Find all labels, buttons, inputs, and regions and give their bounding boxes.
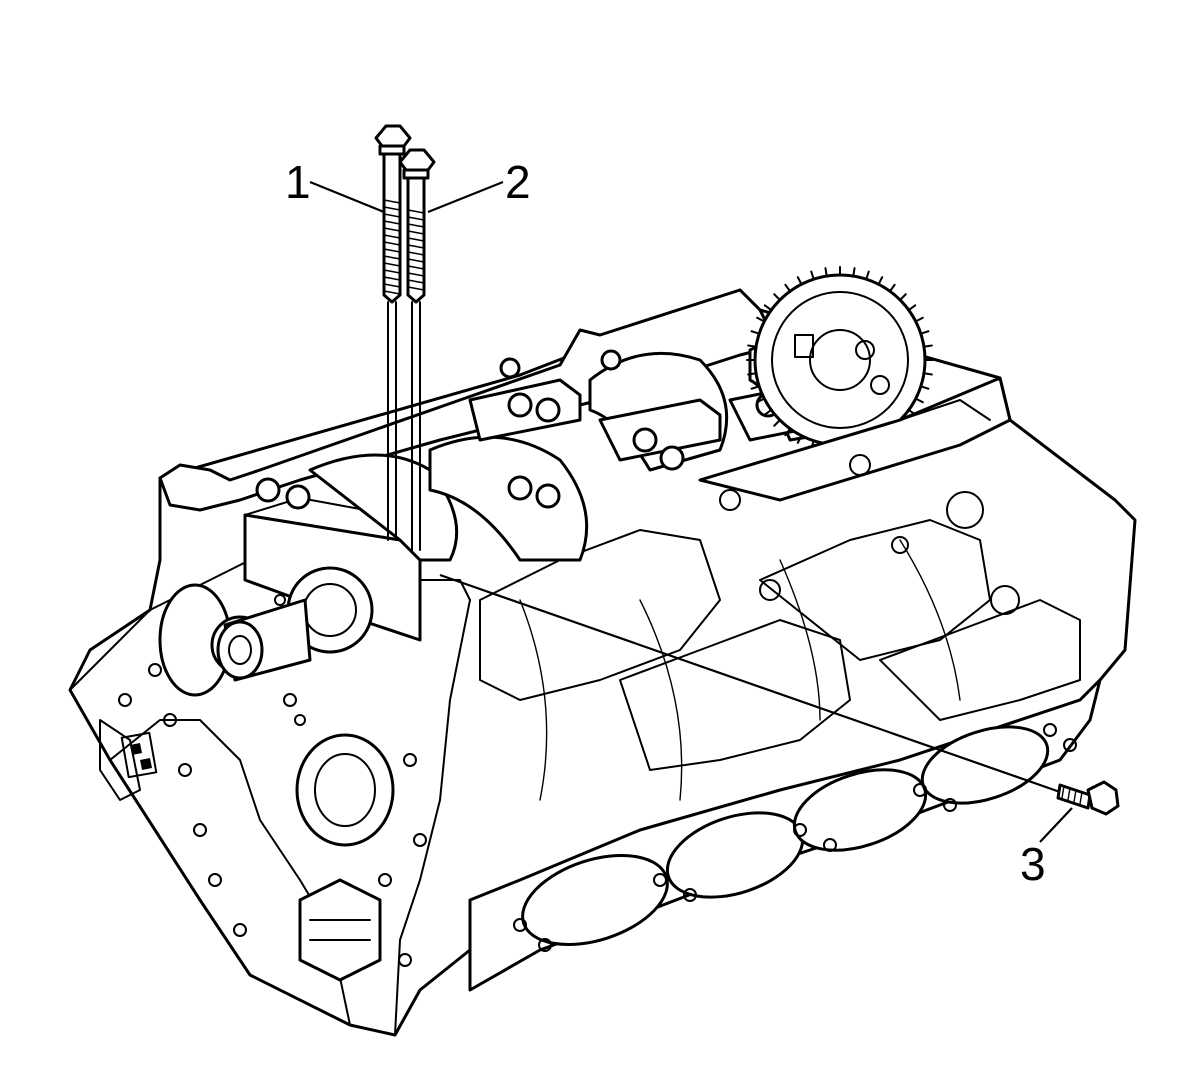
sprocket-tooth bbox=[810, 270, 815, 281]
sprocket-tooth bbox=[865, 270, 870, 281]
callout-2: 2 bbox=[427, 156, 531, 214]
sprocket-tooth bbox=[899, 293, 907, 301]
bolt-thread bbox=[407, 244, 425, 249]
sprocket-tooth bbox=[907, 304, 917, 312]
sprocket-tooth bbox=[773, 293, 781, 301]
sprocket-tooth bbox=[796, 276, 803, 286]
bolt-3 bbox=[439, 573, 1120, 816]
callout-3: 3 bbox=[1020, 807, 1073, 890]
sprocket-tooth bbox=[750, 385, 761, 390]
svg-text:2: 2 bbox=[505, 156, 531, 208]
bolt-thread bbox=[383, 220, 401, 225]
sprocket-tooth bbox=[914, 397, 924, 404]
bolt-thread bbox=[383, 262, 401, 267]
bolt-thread bbox=[383, 276, 401, 281]
sprocket-tooth bbox=[919, 385, 930, 390]
sprocket-tooth bbox=[773, 419, 781, 427]
bolt-thread bbox=[407, 230, 425, 235]
bolt-thread bbox=[383, 234, 401, 239]
bolt-thread bbox=[407, 216, 425, 221]
sprocket-tooth bbox=[888, 283, 896, 293]
bolt-thread bbox=[407, 286, 425, 291]
sprocket-tooth bbox=[922, 344, 933, 348]
sprocket-tooth bbox=[750, 330, 761, 335]
bolt-thread bbox=[407, 258, 425, 263]
sprocket-tooth bbox=[763, 304, 773, 312]
sprocket-tooth bbox=[784, 283, 792, 293]
bolt-thread bbox=[407, 223, 425, 228]
bolt-thread bbox=[383, 227, 401, 232]
sprocket-tooth bbox=[784, 427, 792, 437]
sprocket-tooth bbox=[747, 344, 758, 348]
bolt-thread bbox=[407, 265, 425, 270]
callout-1: 1 bbox=[285, 156, 385, 214]
sprocket-tooth bbox=[756, 316, 766, 323]
sprocket-tooth bbox=[922, 372, 933, 376]
bolt-thread bbox=[383, 199, 401, 204]
bolt-thread bbox=[383, 283, 401, 288]
crankshaft-assembly bbox=[158, 266, 1020, 682]
bolt-1 bbox=[374, 124, 412, 541]
sprocket-tooth bbox=[763, 408, 773, 416]
sprocket-tooth bbox=[914, 316, 924, 323]
bolt-thread bbox=[383, 255, 401, 260]
svg-text:3: 3 bbox=[1020, 838, 1046, 890]
sprocket-tooth bbox=[877, 276, 884, 286]
sprocket-tooth bbox=[824, 267, 828, 278]
sprocket-tooth bbox=[852, 267, 856, 278]
sprocket-tooth bbox=[919, 330, 930, 335]
bolt-thread bbox=[383, 269, 401, 274]
sprocket-tooth bbox=[747, 372, 758, 376]
bolt-thread bbox=[383, 290, 401, 295]
bolt-thread bbox=[383, 213, 401, 218]
bolt-thread bbox=[383, 248, 401, 253]
bolt-thread bbox=[407, 209, 425, 214]
bolt-thread bbox=[407, 272, 425, 277]
bolt-2 bbox=[398, 148, 436, 551]
cam-sprocket bbox=[746, 266, 934, 454]
sprocket-tooth bbox=[756, 397, 766, 404]
bolt-thread bbox=[383, 206, 401, 211]
bolt-thread bbox=[407, 237, 425, 242]
bolt-thread bbox=[407, 279, 425, 284]
bolt-thread bbox=[407, 251, 425, 256]
svg-text:1: 1 bbox=[285, 156, 311, 208]
sprocket-tooth bbox=[796, 434, 803, 444]
bolt-thread bbox=[383, 241, 401, 246]
